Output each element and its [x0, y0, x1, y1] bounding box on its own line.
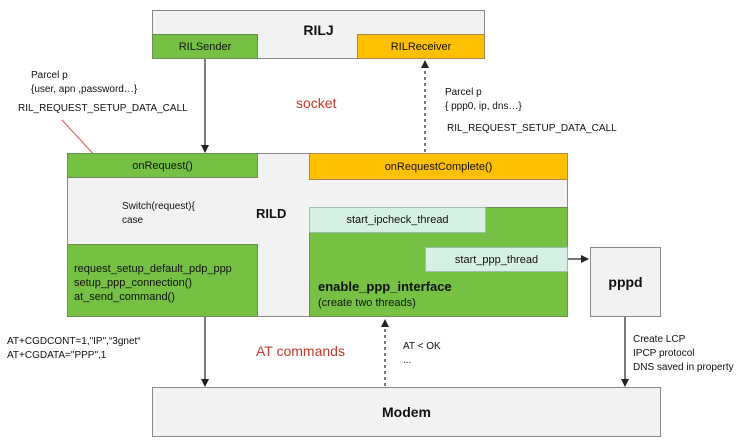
at-reply-text: AT < OK ... [403, 340, 441, 368]
socket-label: socket [296, 95, 337, 111]
ppp-thread-box: start_ppp_thread [425, 247, 568, 272]
rilreceiver-box: RILReceiver [357, 34, 485, 59]
rilj-title: RILJ [303, 22, 334, 38]
onrequestcomplete-label: onRequestComplete() [384, 160, 493, 173]
pppd-note-line-1: Create LCP [633, 334, 686, 345]
parcel-out-line-1: Parcel p [31, 70, 68, 81]
onrequest-box: onRequest() [67, 153, 258, 178]
request-out-label: RIL_REQUEST_SETUP_DATA_CALL [18, 103, 188, 114]
pppd-title: pppd [608, 274, 643, 290]
at-command-line-1: AT+CGDCONT=1,"IP",“3gnet“ [7, 336, 141, 347]
function-item: setup_ppp_connection() [74, 277, 193, 289]
at-commands-label: AT commands [256, 343, 345, 359]
at-command-line-2: AT+CGDATA="PPP",1 [7, 350, 107, 361]
request-in-label: RIL_REQUEST_SETUP_DATA_CALL [447, 123, 617, 134]
parcel-out-text: Parcel p {user, apn ,password…} [31, 69, 137, 97]
ipcheck-thread-box: start_ipcheck_thread [309, 207, 486, 233]
at-reply-line-1: AT < OK [403, 341, 441, 352]
function-item: at_send_command() [74, 291, 175, 303]
pppd-note-text: Create LCP IPCP protocol DNS saved in pr… [633, 333, 734, 375]
modem-title: Modem [382, 404, 431, 420]
enable-interface-note: (create two threads) [318, 297, 416, 309]
function-item: request_setup_default_pdp_ppp [74, 263, 232, 275]
function-list: request_setup_default_pdp_ppp setup_ppp_… [74, 262, 232, 304]
switch-line-2: case [122, 215, 144, 226]
parcel-in-line-2: { ppp0, ip, dns…} [445, 101, 522, 112]
switch-text: Switch(request){ case [122, 200, 195, 228]
pppd-note-line-3: DNS saved in property [633, 362, 734, 373]
pppd-box: pppd [590, 247, 661, 317]
rilreceiver-label: RILReceiver [390, 40, 452, 53]
onrequest-label: onRequest() [132, 159, 193, 172]
onrequestcomplete-box: onRequestComplete() [309, 153, 568, 180]
rilsender-box: RILSender [152, 34, 258, 59]
at-command-text: AT+CGDCONT=1,"IP",“3gnet“ AT+CGDATA="PPP… [7, 335, 141, 363]
rilsender-label: RILSender [178, 40, 232, 53]
functions-box: request_setup_default_pdp_ppp setup_ppp_… [67, 244, 258, 317]
ppp-thread-label: start_ppp_thread [454, 253, 539, 266]
parcel-in-text: Parcel p { ppp0, ip, dns…} [445, 86, 522, 114]
modem-box: Modem [152, 387, 661, 437]
parcel-in-line-1: Parcel p [445, 87, 482, 98]
ipcheck-thread-label: start_ipcheck_thread [346, 214, 449, 226]
switch-line-1: Switch(request){ [122, 201, 195, 212]
pppd-note-line-2: IPCP protocol [633, 348, 695, 359]
parcel-out-line-2: {user, apn ,password…} [31, 84, 138, 95]
enable-interface-title: enable_ppp_interface [318, 279, 452, 294]
at-reply-line-2: ... [403, 355, 412, 366]
rild-title: RILD [256, 206, 287, 221]
